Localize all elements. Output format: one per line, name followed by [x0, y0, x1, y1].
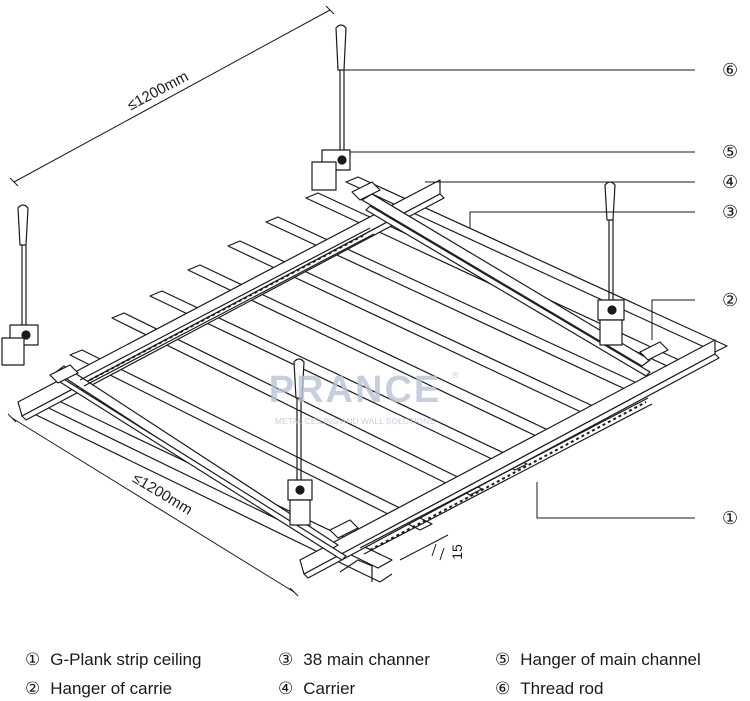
- legend-item: ⑥ Thread rod: [495, 679, 603, 699]
- hanger-rod-back-left: [1, 204, 39, 366]
- legend-label: Carrier: [303, 679, 356, 698]
- legend-number: ③: [278, 650, 294, 670]
- legend-number: ④: [278, 679, 294, 699]
- legend-item: ③ 38 main channer: [278, 650, 430, 670]
- dimension-lines: [7, 5, 449, 597]
- dimension-gap-label: 15: [449, 544, 465, 560]
- callout-3: ③: [722, 202, 738, 222]
- watermark: PRANCE ® METAL CEILING AND WALL SOLUTION…: [269, 369, 459, 426]
- legend-item: ② Hanger of carrie: [25, 679, 172, 699]
- callout-5: ⑤: [722, 142, 738, 162]
- legend-number: ⑥: [495, 679, 511, 699]
- legend-item: ④ Carrier: [278, 679, 355, 699]
- watermark-brand: PRANCE: [269, 369, 441, 411]
- watermark-tagline: METAL CEILING AND WALL SOLUTIONS: [275, 416, 435, 426]
- callout-1: ①: [722, 508, 738, 528]
- ceiling-system-diagram: PRANCE ® METAL CEILING AND WALL SOLUTION…: [1, 5, 738, 597]
- legend-label: G-Plank strip ceiling: [50, 650, 202, 669]
- legend-label: Hanger of main channel: [520, 650, 701, 669]
- legend-number: ①: [25, 650, 41, 670]
- callout-6: ⑥: [722, 60, 738, 80]
- callout-2: ②: [722, 290, 738, 310]
- legend-number: ⑤: [495, 650, 511, 670]
- legend-item: ⑤ Hanger of main channel: [495, 650, 701, 670]
- legend-item: ① G-Plank strip ceiling: [25, 650, 201, 670]
- rail-slots: [89, 233, 647, 551]
- hanger-rod-back-right: [311, 24, 351, 191]
- watermark-registered: ®: [452, 370, 459, 380]
- leader-lines: [344, 69, 695, 519]
- carrier-brackets: [49, 181, 669, 539]
- hanger-rod-front-center: [287, 358, 313, 526]
- callout-4: ④: [722, 172, 738, 192]
- legend-label: Thread rod: [520, 679, 604, 698]
- legend-label: 38 main channer: [303, 650, 430, 669]
- carrier-channels: [17, 179, 720, 579]
- legend-number: ②: [25, 679, 41, 699]
- legend-label: Hanger of carrie: [50, 679, 173, 698]
- hanger-rod-front-right: [597, 181, 625, 346]
